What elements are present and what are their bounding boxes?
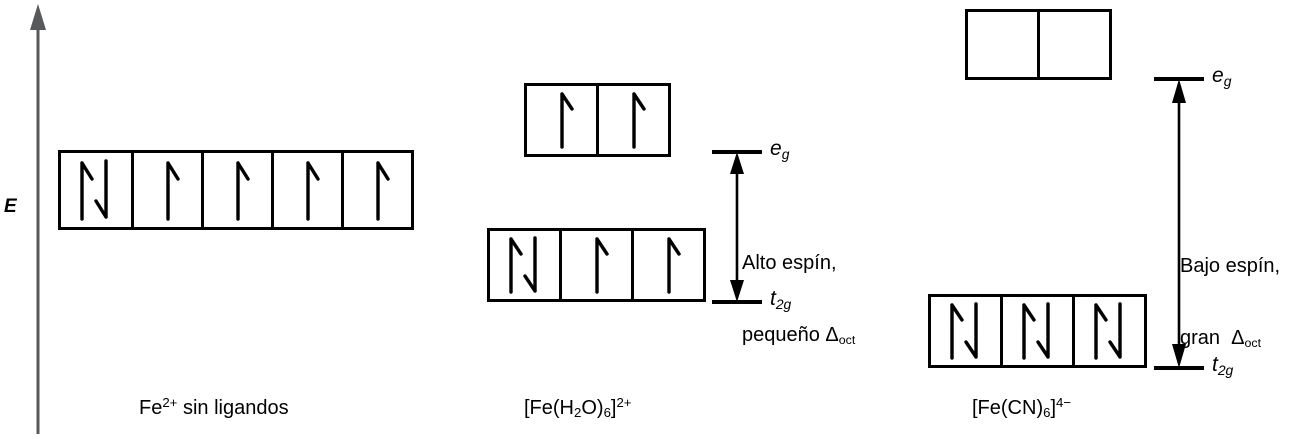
orbital-box <box>631 228 706 302</box>
caption-element: Fe <box>139 396 163 419</box>
orbital-box <box>487 228 562 302</box>
double-headed-arrow <box>730 152 744 302</box>
caption-hexacyano: [Fe(CN)6]4− <box>972 396 1071 419</box>
energy-axis-label: E <box>4 196 17 217</box>
double-headed-arrow <box>1172 79 1186 368</box>
caption-prefix: [Fe(CN) <box>972 396 1044 419</box>
splitting-note-line2: gran Δoct <box>1180 326 1280 355</box>
level-label-eg-text: e <box>770 137 782 160</box>
delta-symbol: Δ <box>1231 327 1245 349</box>
orbital-box <box>524 83 599 157</box>
level-label-t2g-text: t <box>1212 353 1218 376</box>
up-spin-arrow <box>559 92 574 149</box>
delta-symbol: Δ <box>825 324 839 346</box>
caption-sub1: 2 <box>574 404 582 420</box>
orbital-box <box>928 294 1003 368</box>
orbital-box <box>596 83 671 157</box>
caption-free-ion: Fe2+ sin ligandos <box>139 396 289 418</box>
caption-charge: 2+ <box>616 395 632 410</box>
splitting-note-line2-prefix: pequeño <box>742 324 826 346</box>
level-label-eg-text: e <box>1212 64 1224 87</box>
splitting-note-line2-prefix: gran <box>1180 327 1232 349</box>
paired-spin-arrows <box>1093 302 1122 360</box>
caption-charge: 4− <box>1056 395 1072 410</box>
up-spin-arrow <box>594 237 609 294</box>
orbital-box <box>1037 9 1112 80</box>
caption-sub1: 6 <box>1043 404 1051 420</box>
orbital-box <box>271 150 344 230</box>
orbital-box <box>1072 294 1147 368</box>
orbital-box <box>965 9 1040 80</box>
level-label-eg-sub: g <box>781 145 790 162</box>
up-spin-arrow <box>165 161 180 221</box>
spin-single <box>344 153 411 227</box>
caption-hexaaqua: [Fe(H2O)6]2+ <box>524 396 632 419</box>
splitting-note-hexaaqua: Alto espín, pequeño Δoct <box>742 203 855 400</box>
spin-pair <box>61 153 131 227</box>
splitting-note-line2: pequeño Δoct <box>742 323 855 352</box>
spin-single <box>599 86 668 154</box>
orbital-box <box>201 150 274 230</box>
orbital-box <box>1000 294 1075 368</box>
level-label-t2g: t2g <box>1212 354 1233 378</box>
up-spin-arrow <box>666 237 681 294</box>
level-label-t2g-sub: 2g <box>775 295 792 312</box>
spin-pair <box>490 231 559 299</box>
t2g-level-stub <box>1154 366 1204 370</box>
splitting-note-line1: Alto espín, <box>742 252 837 274</box>
caption-suffix: ] <box>610 396 617 419</box>
level-label-t2g: t2g <box>770 288 791 312</box>
caption-charge: 2+ <box>162 395 178 410</box>
delta-subscript: oct <box>1244 336 1262 351</box>
spin-single <box>134 153 201 227</box>
energy-axis-arrow <box>30 4 46 434</box>
caption-rest: sin ligandos <box>177 396 289 419</box>
splitting-note-line1: Bajo espín, <box>1180 255 1281 277</box>
orbital-box <box>341 150 414 230</box>
level-label-eg: eg <box>770 138 789 162</box>
delta-oct-arrow <box>723 152 751 307</box>
paired-spin-arrows <box>80 159 108 221</box>
orbital-box <box>131 150 204 230</box>
level-label-eg-sub: g <box>1223 72 1232 89</box>
level-label-eg: eg <box>1212 65 1231 89</box>
spin-pair <box>931 297 1000 365</box>
spin-single <box>562 231 631 299</box>
hexacyano-t2g-row <box>928 294 1147 368</box>
spin-single <box>634 231 703 299</box>
hexacyano-eg-row <box>965 9 1112 80</box>
caption-sub2: 6 <box>603 404 611 420</box>
free-ion-d-orbital-row <box>58 150 414 230</box>
up-spin-arrow <box>375 161 390 221</box>
caption-mid: O) <box>581 396 604 419</box>
spin-pair <box>1003 297 1072 365</box>
caption-prefix: [Fe(H <box>524 396 574 419</box>
caption-suffix: ] <box>1050 396 1057 419</box>
level-label-t2g-text: t <box>770 287 776 310</box>
energy-axis <box>0 0 60 434</box>
delta-subscript: oct <box>838 333 856 348</box>
hexaaqua-t2g-row <box>487 228 706 302</box>
orbital-box <box>559 228 634 302</box>
orbital-box <box>58 150 134 230</box>
level-label-t2g-sub: 2g <box>1217 361 1234 378</box>
spin-pair <box>1075 297 1144 365</box>
delta-oct-arrow <box>1165 79 1193 373</box>
t2g-level-stub <box>712 300 762 304</box>
spin-single <box>274 153 341 227</box>
splitting-note-hexacyano: Bajo espín, gran Δoct <box>1180 206 1280 403</box>
paired-spin-arrows <box>1021 302 1050 360</box>
spin-single <box>527 86 596 154</box>
paired-spin-arrows <box>949 302 978 360</box>
up-spin-arrow <box>235 161 250 221</box>
paired-spin-arrows <box>508 236 537 294</box>
up-spin-arrow <box>631 92 646 149</box>
spin-single <box>204 153 271 227</box>
up-spin-arrow <box>305 161 320 221</box>
hexaaqua-eg-row <box>524 83 671 157</box>
